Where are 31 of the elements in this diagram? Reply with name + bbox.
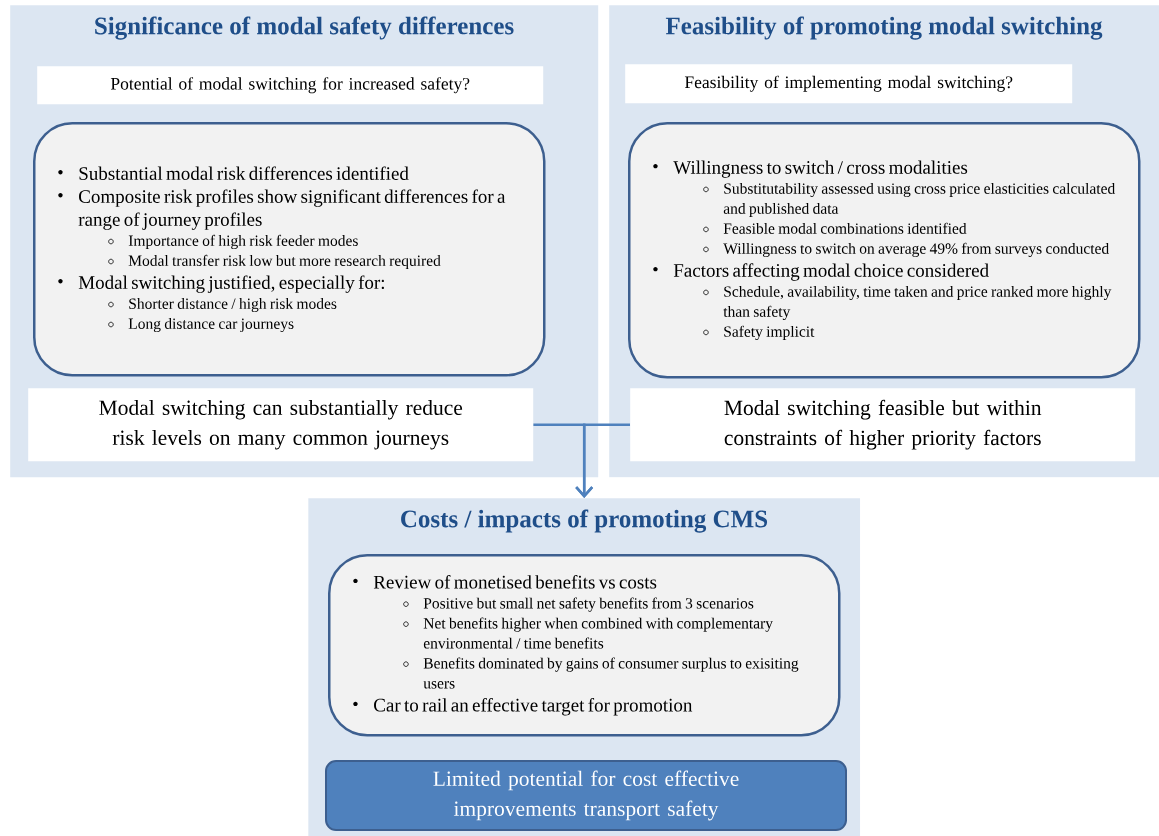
sub-bullet-item: Modal transfer risk low but more research required bbox=[108, 254, 441, 270]
bullet-list-box bbox=[328, 554, 841, 737]
sub-bullet-item: Net benefits higher when combined with complementary environmental / time benefits bbox=[403, 617, 773, 649]
sub-bullet-item: Positive but small net safety benefits from 3 scenarios bbox=[403, 597, 754, 612]
bullet-item: Car to rail an effective target for promotion bbox=[353, 698, 693, 716]
sub-bullet-item: Shorter distance / high risk modes bbox=[108, 298, 337, 313]
panel-title: Costs / impacts of promoting CMS bbox=[401, 509, 768, 533]
bullet-item: Willingness to switch / cross modalities bbox=[653, 160, 968, 178]
panel-title: Significance of modal safety differences bbox=[95, 16, 514, 40]
sub-bullet-item: Feasible modal combinations identified bbox=[703, 222, 967, 234]
bullet-item: Review of monetised benefits vs costs bbox=[353, 575, 657, 589]
bullet-item: Substantial modal risk differences identified bbox=[58, 166, 409, 180]
arrow bbox=[575, 423, 630, 498]
sub-bullet-item: Schedule, availability, time taken and price ranked more highly than safety bbox=[703, 285, 1112, 320]
question-box: Feasibility of implementing modal switching? bbox=[625, 64, 1073, 104]
bullet-item: Factors affecting modal choice considered bbox=[653, 263, 989, 281]
sub-bullet-item: Long distance car journeys bbox=[108, 318, 294, 333]
bullet-item: Modal switching justified, especially for: bbox=[58, 275, 384, 293]
sub-bullet-item: Willingness to switch on average 49% from surveys conducted bbox=[703, 242, 1109, 257]
question-box: Potential of modal switching for increased safety? bbox=[37, 66, 544, 105]
conclusion-box: Modal switching feasible but within constraints of higher priority factors bbox=[630, 388, 1136, 462]
bullet-item: Composite risk profiles show significant differences for a range of journey profiles bbox=[58, 189, 506, 230]
conclusion-box: Modal switching can substantially reduce risk levels on many common journeys bbox=[28, 388, 534, 462]
sub-bullet-item: Safety implicit bbox=[703, 325, 815, 340]
sub-bullet-item: Importance of high risk feeder modes bbox=[108, 234, 358, 250]
result-box: Limited potential for cost effective improvements transport safety bbox=[325, 760, 847, 831]
sub-bullet-item: Benefits dominated by gains of consumer surplus to exisiting users bbox=[403, 657, 799, 689]
panel-title: Feasibility of promoting modal switching bbox=[665, 16, 1103, 40]
bullet-list-box bbox=[33, 122, 546, 377]
bullet-list-box bbox=[628, 122, 1141, 379]
sub-bullet-item: Substitutability assessed using cross price elasticities calculated and published data bbox=[703, 182, 1116, 217]
